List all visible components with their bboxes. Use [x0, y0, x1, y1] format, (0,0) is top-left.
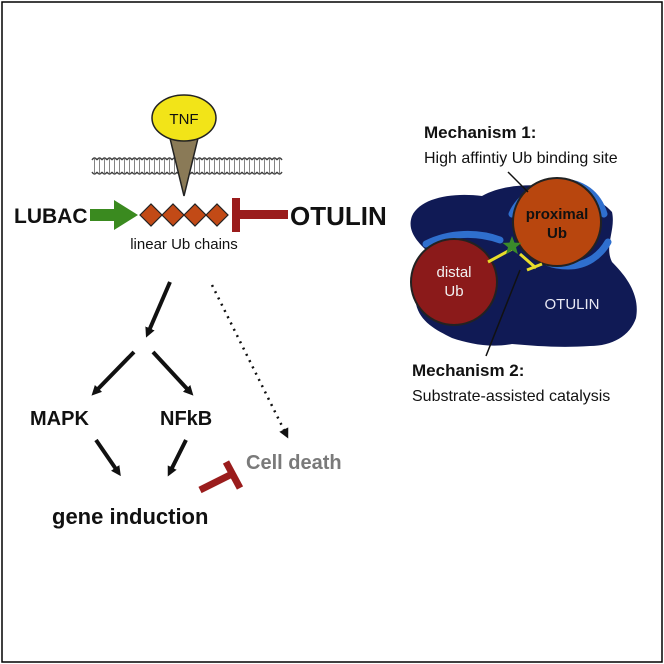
mechanism-1-leader: [507, 171, 529, 193]
linear-ub-chains-label: linear Ub chains: [130, 236, 238, 253]
downstream-arrow: [145, 281, 172, 338]
distal-binding-surface: [422, 230, 504, 248]
linear-ub-chain: [139, 203, 229, 227]
mapk-label: MAPK: [30, 408, 89, 430]
nfkb-arrow: [151, 350, 194, 396]
mapk-to-gene-arrow: [94, 438, 121, 477]
mechanism-1-description: High affintiy Ub binding site: [424, 150, 618, 167]
proximal-ub-label: proximal: [526, 206, 589, 223]
substrate-bond-tick: [526, 262, 543, 272]
tnf-label: TNF: [169, 111, 198, 128]
mechanism-2-description: Substrate-assisted catalysis: [412, 388, 610, 405]
nfkb-label: NFkB: [160, 408, 212, 430]
otulin-protein-label: OTULIN: [544, 296, 599, 313]
cell-membrane: [91, 157, 283, 175]
distal-ub: [410, 238, 498, 326]
cell-death-label: Cell death: [246, 452, 342, 474]
death-inhibition-bar: [222, 460, 244, 490]
lubac-label: LUBAC: [14, 205, 88, 228]
mechanism-2-title: Mechanism 2:: [412, 361, 524, 380]
gene-induction-label: gene induction: [52, 504, 208, 529]
distal-ub-label: distal: [436, 264, 471, 281]
proximal-ub-sublabel: Ub: [547, 225, 567, 242]
mechanism-1-title: Mechanism 1:: [424, 123, 536, 142]
mechanism-2-leader: [485, 269, 521, 357]
ub-diamond: [205, 203, 229, 227]
mapk-arrow: [91, 350, 136, 396]
nfkb-to-gene-arrow: [167, 439, 188, 477]
catalytic-site-star-icon: [502, 236, 522, 255]
death-inhibition-line: [198, 470, 234, 494]
proximal-ub: [512, 177, 602, 267]
distal-ub-sublabel: Ub: [444, 283, 463, 300]
tnf-ligand: [151, 94, 217, 142]
otulin-label: OTULIN: [290, 201, 387, 231]
substrate-bond: [519, 252, 537, 270]
otulin-inhibition-line: [236, 210, 288, 219]
lubac-activation-arrow: [90, 200, 138, 230]
